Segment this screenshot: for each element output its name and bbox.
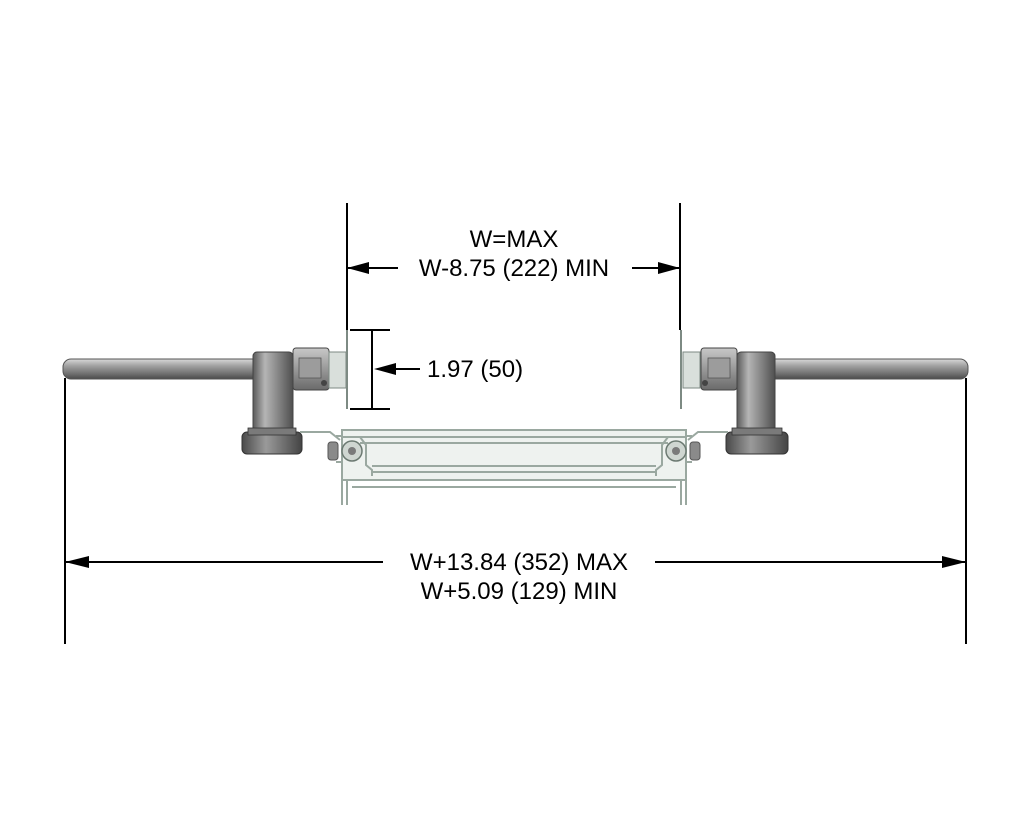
left-guide-rail-assembly — [62, 330, 348, 455]
bottom-dimension-line-1: W+13.84 (352) MAX — [410, 549, 628, 576]
top-dimension-line-2: W-8.75 (222) MIN — [419, 255, 609, 282]
bottom-width-dimension: W+13.84 (352) MAX W+5.09 (129) MIN — [65, 549, 966, 605]
guard-height-dimension: 1.97 (50) — [350, 329, 523, 410]
right-cross-bar — [764, 358, 969, 380]
left-frame-connector — [300, 431, 363, 462]
left-cross-bar — [62, 358, 264, 380]
top-dimension-line-1: W=MAX — [470, 226, 559, 253]
left-support-post — [252, 351, 294, 438]
left-guide-rail — [328, 351, 347, 389]
right-guide-rail — [682, 351, 701, 389]
right-support-post — [736, 351, 776, 438]
right-frame-connector — [665, 431, 728, 462]
guard-height-label: 1.97 (50) — [427, 356, 523, 383]
conveyor-frame-profile — [336, 429, 692, 505]
right-guide-rail-assembly — [680, 330, 969, 455]
bottom-dimension-line-2: W+5.09 (129) MIN — [421, 578, 618, 605]
top-width-dimension: W=MAX W-8.75 (222) MIN — [347, 226, 680, 282]
